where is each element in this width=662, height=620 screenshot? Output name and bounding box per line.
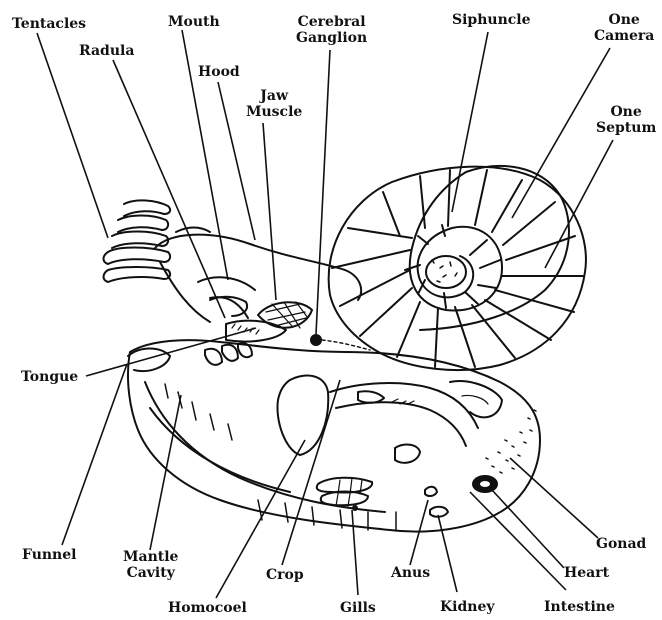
label-tongue: Tongue	[21, 369, 78, 385]
label-cerebral-ganglion-line-2: Ganglion	[296, 30, 367, 46]
label-heart: Heart	[564, 565, 609, 581]
label-mantle-cavity: Mantle Cavity	[123, 549, 178, 581]
digestive-tract	[330, 381, 502, 463]
label-one-camera-line-2: Camera	[594, 28, 654, 44]
label-radula: Radula	[79, 43, 134, 59]
label-one-septum-line-1: One	[596, 104, 656, 120]
label-gills: Gills	[340, 600, 376, 616]
label-one-camera-line-1: One	[594, 12, 654, 28]
funnel	[128, 349, 170, 372]
label-one-septum-line-2: Septum	[596, 120, 656, 136]
gonad	[486, 410, 536, 473]
label-cerebral-ganglion-line-1: Cerebral	[296, 14, 367, 30]
hood	[155, 235, 361, 322]
jaw-muscle	[258, 302, 312, 328]
label-gonad: Gonad	[596, 536, 646, 552]
label-mantle-cavity-line-2: Cavity	[123, 565, 178, 581]
gills	[317, 478, 372, 511]
label-intestine: Intestine	[544, 599, 615, 615]
label-homocoel: Homocoel	[168, 600, 247, 616]
anus	[425, 487, 437, 496]
label-anus: Anus	[391, 565, 430, 581]
cerebral-ganglion	[310, 334, 322, 346]
label-siphuncle: Siphuncle	[452, 12, 531, 28]
label-jaw-muscle: Jaw Muscle	[246, 88, 302, 120]
kidney	[430, 507, 448, 517]
label-one-camera: One Camera	[594, 12, 654, 44]
tentacles	[104, 200, 211, 282]
label-jaw-muscle-line-2: Muscle	[246, 104, 302, 120]
label-kidney: Kidney	[440, 599, 495, 615]
label-tentacles: Tentacles	[12, 16, 86, 32]
label-mantle-cavity-line-1: Mantle	[123, 549, 178, 565]
label-mouth: Mouth	[168, 14, 220, 30]
label-funnel: Funnel	[22, 547, 76, 563]
label-jaw-muscle-line-1: Jaw	[246, 88, 302, 104]
label-one-septum: One Septum	[596, 104, 656, 136]
label-cerebral-ganglion: Cerebral Ganglion	[296, 14, 367, 46]
label-hood: Hood	[198, 64, 240, 80]
label-crop: Crop	[266, 567, 304, 583]
leader-lines	[37, 30, 613, 598]
shell	[329, 166, 586, 370]
